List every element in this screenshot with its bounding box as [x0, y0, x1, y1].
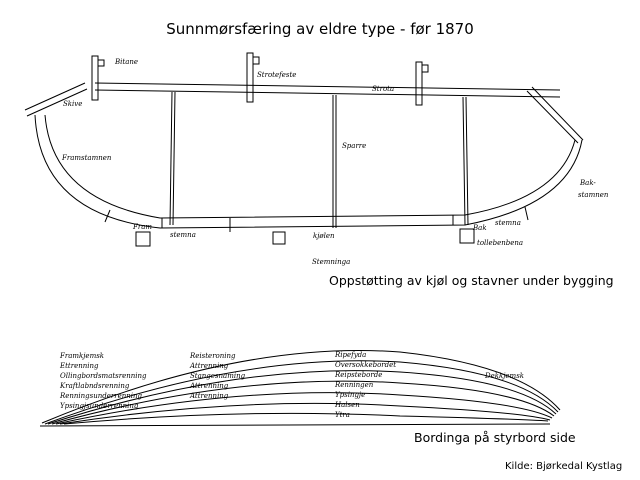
handwritten-label: Dekkjemsk — [484, 372, 524, 380]
handwritten-label: Bak — [472, 224, 487, 232]
handwritten-label: Sparre — [342, 142, 366, 150]
handwritten-label: stemna — [170, 231, 196, 239]
handwritten-label: Strota — [372, 85, 394, 93]
handwritten-label: Attrenning — [189, 362, 229, 370]
handwritten-label: Halsen — [334, 401, 360, 409]
handwritten-label: Stemninga — [312, 258, 350, 266]
handwritten-label: Ripefyda — [334, 351, 366, 359]
handwritten-label: Ettrenning — [59, 362, 99, 370]
handwritten-label: Renningsunderrenning — [59, 392, 142, 400]
bottom-handwritten-labels: Ripefyda Oversokkebordet Reipsteborde Re… — [59, 351, 524, 419]
building-frame — [24, 52, 584, 247]
handwritten-label: kjølen — [313, 232, 335, 240]
handwritten-label: Bak- — [579, 179, 596, 187]
source-credit: Kilde: Bjørkedal Kystlag — [505, 461, 623, 472]
handwritten-label: stemna — [495, 219, 521, 227]
handwritten-label: Attrenning — [189, 382, 229, 390]
handwritten-label: Bitane — [114, 58, 138, 66]
caption-construction: Oppstøtting av kjøl og stavner under byg… — [329, 273, 614, 288]
handwritten-label: Renningen — [334, 381, 374, 389]
handwritten-label: Reisteroning — [189, 352, 236, 360]
handwritten-label: Framkjemsk — [59, 352, 104, 360]
handwritten-label: Stangesnaming — [190, 372, 246, 380]
handwritten-label: stamnen — [578, 191, 609, 199]
handwritten-label: Reipsteborde — [334, 371, 382, 379]
handwritten-label: Kraftlabndsrenning — [59, 382, 130, 390]
handwritten-label: Attrenning — [189, 392, 229, 400]
handwritten-label: Ytra — [335, 411, 350, 419]
handwritten-label: Oversokkebordet — [335, 361, 396, 369]
top-handwritten-labels: Bitane Strotefeste Strota Skive Framstam… — [61, 58, 609, 266]
handwritten-label: Ypsingje — [335, 391, 365, 399]
caption-planking: Bordinga på styrbord side — [414, 430, 576, 445]
handwritten-label: Fram — [132, 223, 152, 231]
diagram-title: Sunnmørsfæring av eldre type - før 1870 — [166, 20, 474, 38]
handwritten-label: Strotefeste — [257, 71, 296, 79]
handwritten-label: Framstamnen — [61, 154, 112, 162]
handwritten-label: Ypsingjsunderrenning — [60, 402, 139, 410]
handwritten-label: Skive — [63, 100, 82, 108]
handwritten-label: tollebenbena — [477, 239, 523, 247]
planking-drawing — [39, 350, 561, 427]
handwritten-label: Ollingbordsmatsrenning — [60, 372, 147, 380]
